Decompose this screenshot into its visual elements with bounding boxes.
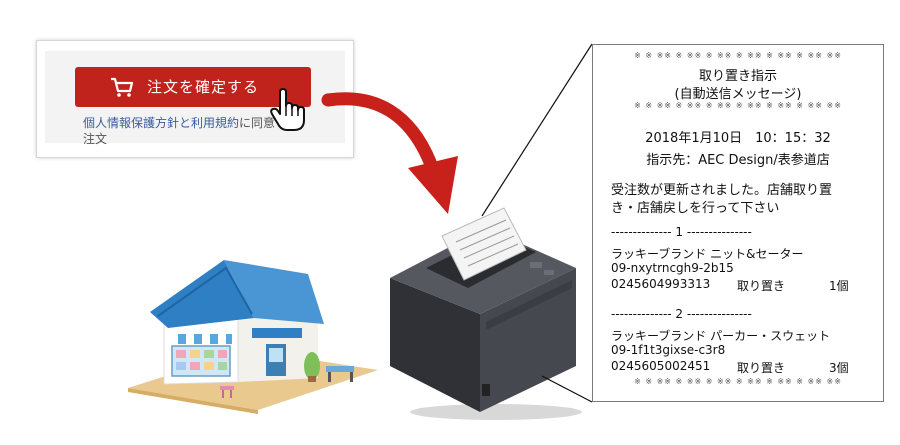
item-separator: -------------- 1 --------------- [611,225,752,239]
receipt-datetime: 2018年1月10日 10：15：32 [645,131,831,146]
receipt-stars-top: ※ ※ ※※ ※ ※※ ※ ※※ ※ ※※ ※ ※※ ※ ※※ ※※ [634,51,842,60]
privacy-terms-link[interactable]: 個人情報保護方針と利用規約 [83,116,240,130]
item-action: 取り置き [737,279,786,293]
item-qty: 1個 [829,279,849,293]
receipt-message-line2: き・店舗戻しを行って下さい [611,201,780,216]
item-product: ラッキーブランド パーカー・スウェット [611,329,831,343]
receipt-message-line1: 受注数が更新されました。店舗取り置 [611,183,833,198]
checkout-card: 注文を確定する 個人情報保護方針と利用規約に同意 注文 [36,40,354,158]
cart-icon [111,77,134,97]
item-qty: 3個 [829,361,849,375]
item-barcode: 0245605002451 [611,359,711,373]
item-action: 取り置き [737,361,786,375]
receipt-stars-sub: ※ ※ ※※ ※ ※※ ※ ※※ ※ ※※ ※ ※※ ※ ※※ ※※ [634,101,842,110]
confirm-order-label: 注文を確定する [147,78,260,96]
consent-suffix-2: 注文 [83,132,108,146]
item-product: ラッキーブランド ニット&セーター [611,247,804,261]
confirm-order-button[interactable]: 注文を確定する [75,67,311,107]
pointing-hand-icon [270,88,305,131]
consent-text: 個人情報保護方針と利用規約に同意 注文 [83,115,343,147]
receipt-stars-bottom: ※ ※ ※※ ※ ※※ ※ ※※ ※ ※※ ※ ※※ ※ ※※ ※※ [634,377,842,386]
consent-suffix: に同意 [239,116,276,130]
flow-arrow [321,92,458,214]
shop-illustration [128,260,378,414]
item-code: 09-1f1t3gixse-c3r8 [611,343,726,357]
receipt-printer [390,207,582,420]
item-separator: -------------- 2 --------------- [611,307,752,321]
receipt-destination: 指示先：AEC Design/表参道店 [646,153,830,168]
connector-lines [481,43,593,403]
item-code: 09-nxytrncgh9-2b15 [611,261,734,275]
receipt-title: 取り置き指示 [698,69,777,84]
receipt: ※ ※ ※※ ※ ※※ ※ ※※ ※ ※※ ※ ※※ ※ ※※ ※※ 取り置き指… [592,44,884,402]
receipt-subtitle: (自動送信メッセージ) [674,87,802,102]
item-barcode: 0245604993313 [611,277,711,291]
